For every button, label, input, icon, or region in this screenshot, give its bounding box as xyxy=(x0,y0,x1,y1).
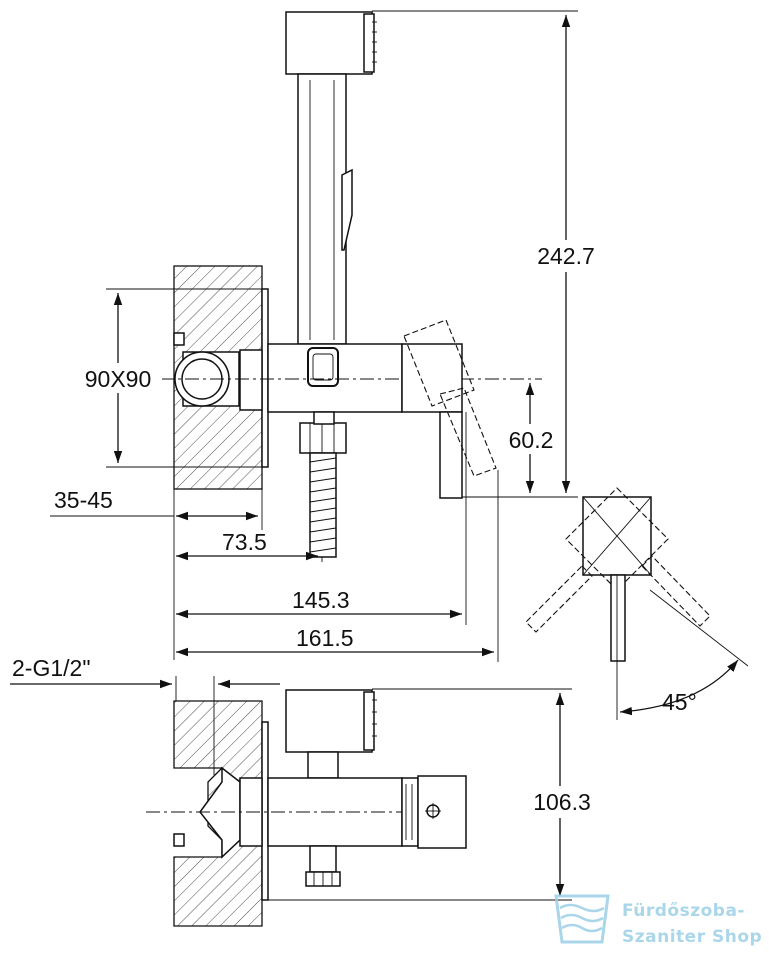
hand-shower-handle xyxy=(297,73,347,345)
handle-top xyxy=(401,777,419,847)
angle-arc xyxy=(619,659,739,716)
top-view: 2-G1/2" 106.3 xyxy=(10,655,602,927)
holder-slot xyxy=(307,347,339,387)
handle-stem-left xyxy=(525,565,593,633)
dim-projection: 145.3 xyxy=(292,587,350,613)
water-glass-icon xyxy=(554,894,610,944)
hand-shower-head xyxy=(285,11,373,75)
mixer-body xyxy=(267,343,403,413)
wall-recess xyxy=(173,332,185,346)
watermark: Fürdőszoba- Szaniter Shop xyxy=(554,894,762,947)
dim-rotation-angle: 45° xyxy=(662,689,697,715)
front-view: 242.7 60.2 90X90 35-45 73.5 145.3 161.5 xyxy=(50,10,606,662)
dim-wall-depth: 35-45 xyxy=(54,487,113,513)
dim-outlet-distance: 73.5 xyxy=(222,529,267,555)
body-neck xyxy=(239,349,263,411)
hose-nut xyxy=(299,422,347,454)
handle-stem-right xyxy=(641,555,711,627)
handle-rotation-detail: 45° xyxy=(525,487,749,720)
hand-shower-head-top xyxy=(285,689,373,753)
hose-nut-top xyxy=(309,845,337,873)
dim-side-height: 106.3 xyxy=(533,789,591,815)
watermark-line1: Fürdőszoba- xyxy=(622,901,745,921)
dim-plate-size: 90X90 xyxy=(85,366,152,392)
hose xyxy=(309,452,337,558)
wall-plate-top xyxy=(261,721,269,901)
holder-stem-top xyxy=(307,751,339,779)
trigger-lever xyxy=(341,168,353,251)
dim-height-total: 242.7 xyxy=(537,243,595,269)
wall-recess-top xyxy=(173,833,185,847)
wall-plate xyxy=(261,288,269,468)
handle-stem xyxy=(610,574,626,662)
hand-shower-cap xyxy=(363,13,375,73)
dim-projection-total: 161.5 xyxy=(296,625,354,651)
dim-thread: 2-G1/2" xyxy=(12,655,90,681)
dim-handle-offset: 60.2 xyxy=(509,427,554,453)
handle-rotated-outline xyxy=(403,319,497,477)
handle-lever xyxy=(439,411,463,499)
watermark-line2: Szaniter Shop xyxy=(622,927,762,947)
